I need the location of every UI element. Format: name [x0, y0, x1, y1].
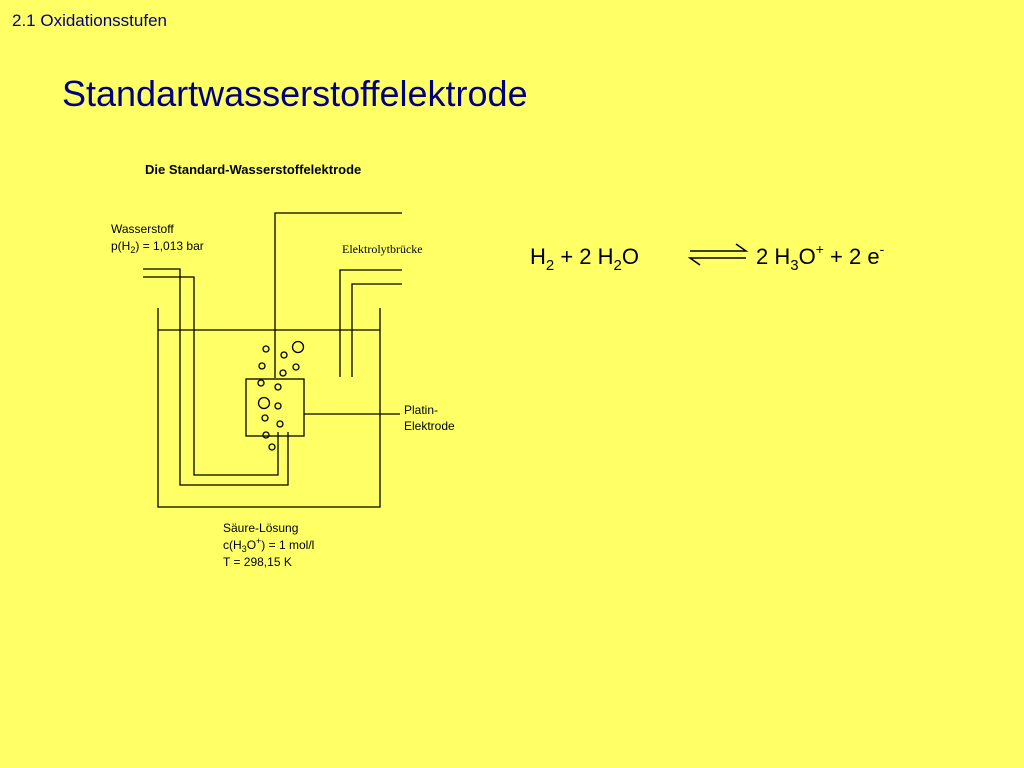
hydrogen-pressure: p(H2) = 1,013 bar	[111, 239, 204, 255]
hydrogen-label: Wasserstoff	[111, 222, 174, 236]
salt-bridge-outer	[339, 269, 402, 377]
hydrogen-bubbles	[257, 340, 305, 451]
electrode-label-line1: Platin-	[404, 403, 438, 417]
solution-label: Säure-Lösung	[223, 521, 298, 535]
electrode-wire	[274, 212, 402, 378]
section-label: 2.1 Oxidationsstufen	[12, 11, 167, 30]
beaker	[157, 308, 381, 508]
hydrogen-tube-outer	[143, 268, 289, 486]
diagram-caption: Die Standard-Wasserstoffelektrode	[145, 162, 361, 177]
platinum-electrode	[245, 378, 305, 437]
equation-reactants: H2 + 2 H2O	[530, 244, 639, 274]
solution-concentration: c(H3O+) = 1 mol/l	[223, 536, 314, 554]
slide-title: Standartwasserstoffelektrode	[62, 73, 528, 114]
hydrogen-tube-inner	[143, 276, 279, 476]
salt-bridge-label: Elektrolytbrücke	[342, 242, 423, 256]
salt-bridge-inner	[351, 283, 402, 377]
electrode-label-line2: Elektrode	[404, 419, 455, 433]
equilibrium-arrow-icon	[687, 243, 749, 266]
equation-products: 2 H3O+ + 2 e-	[756, 241, 885, 274]
temperature-label: T = 298,15 K	[223, 555, 292, 569]
reaction-equation: H2 + 2 H2O 2 H3O+ + 2 e-	[530, 241, 885, 274]
